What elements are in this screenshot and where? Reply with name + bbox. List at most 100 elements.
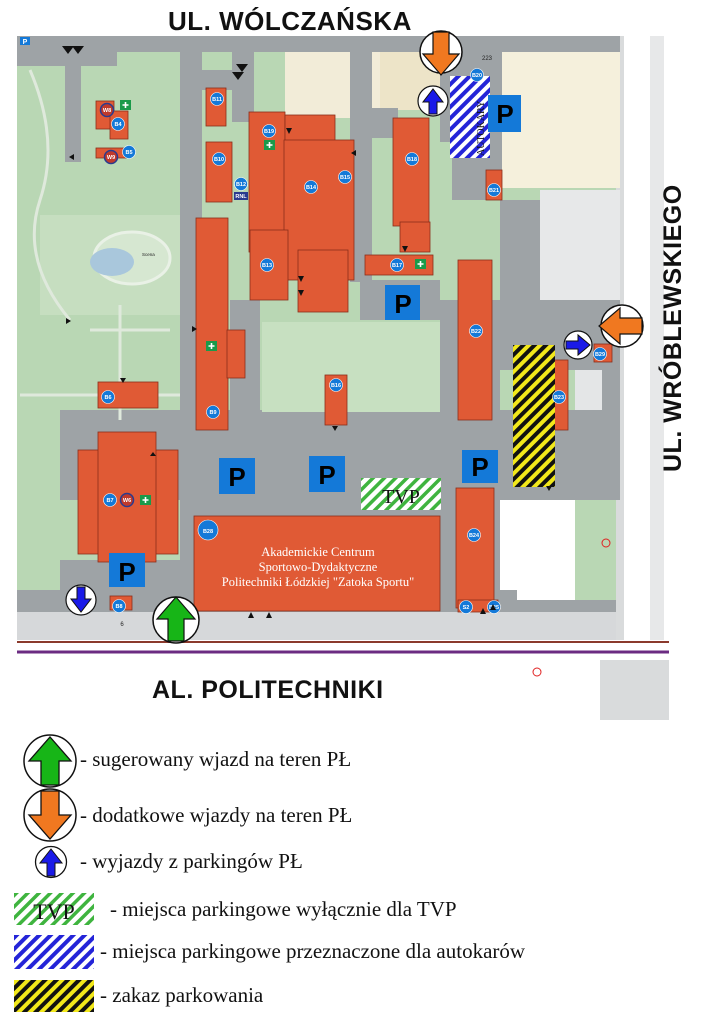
parking-sign [219,458,255,494]
pond [90,248,134,276]
blue-arrow-up-icon [34,845,68,879]
first-aid-icon [264,140,275,150]
building-marker-w6: W6 [119,492,135,508]
parking-signs [20,37,521,587]
street-politechniki: AL. POLITECHNIKI [152,676,384,704]
building-marker-b10: B10 [212,152,226,166]
parking-sign [462,450,498,483]
building-label: B19 [264,129,274,135]
building-marker-b12: B12 [234,177,248,191]
building-marker-b20: B20 [470,68,484,82]
bus-stop-markers [532,538,611,677]
building-label: W8 [103,108,111,114]
building-label: B11 [212,97,222,103]
parking-sign [488,95,521,132]
building-marker-b14: B14 [304,180,318,194]
building-marker-b19: B19 [262,124,276,138]
building-marker-b17: B17 [390,258,404,272]
parking-sign-label: P [471,452,488,482]
bus-parking-zone [450,76,490,158]
building-marker-w9: W9 [103,149,119,165]
building-label: B17 [392,263,402,269]
street-wroblewskiego: UL. WRÓBLEWSKIEGO [659,184,687,472]
yellow-hatch-icon [14,980,94,1012]
scena-label: Scena [142,252,155,257]
parking-sign [385,285,420,320]
parking-sign [20,37,30,45]
building-marker-b18: B18 [405,152,419,166]
exit-up-top-icon [417,85,449,117]
legend-text: - miejsca parkingowe wyłącznie dla TVP [110,897,457,921]
building-marker-b5: B5 [122,145,136,159]
building-marker-b9: B9 [206,405,220,419]
building-marker-b21: B21 [487,183,501,197]
building-marker-b7: B7 [103,493,117,507]
additional-entry-top-icon [419,30,463,76]
building-label: B24 [469,533,480,539]
address-number: 6 [120,622,124,628]
building-label: B6 [104,395,111,401]
buildings [77,87,613,613]
building-marker-rnl: RNL [234,192,248,200]
first-aid-icon [206,341,217,351]
sports-centre-line-3: Politechniki Łódzkiej "Zatoka Sportu" [222,575,414,589]
building-label: RNL [235,194,247,200]
building-label: B23 [554,395,564,401]
exit-down-icon [65,584,97,616]
first-aid-icon [120,100,131,110]
building-marker-b23: B23 [552,390,566,404]
parking-sign-label: P [496,99,513,129]
tvp-zone-label: TVP [382,486,420,508]
building-label: B28 [203,529,213,535]
building-label: B29 [595,352,605,358]
building-label: B15 [340,175,350,181]
blue-hatch-icon [14,935,94,969]
suggested-entry-icon [152,596,200,644]
first-aid-icon [415,259,426,269]
building-marker-s2: S2 [459,600,473,614]
legend-text: - miejsca parkingowe przeznaczone dla au… [100,939,526,963]
building-label: B10 [214,157,224,163]
parking-sign [109,553,145,587]
campus-map: Scena AUTOKARY [17,30,669,720]
first-aid-icon [140,495,151,505]
green-arrow-up-icon [23,734,77,788]
no-parking-zone [513,345,555,487]
parking-sign-label: P [118,557,135,587]
building-marker-b15: B15 [338,170,352,184]
building-marker-b24: B24 [467,528,481,542]
building-label: B16 [331,383,341,389]
building-label: B7 [106,498,113,504]
parking-sign-label: P [394,289,411,319]
legend-text: - zakaz parkowania [100,983,264,1007]
first-aid-icons [120,100,426,505]
building-label: B9 [209,410,216,416]
building-label: S2 [463,605,470,611]
exit-right-icon [563,330,593,360]
building-marker-b8: B8 [112,599,126,613]
building-label: B18 [407,157,417,163]
street-wolczanska: UL. WÓLCZAŃSKA [168,6,412,36]
tvp-swatch-label: TVP [33,899,75,924]
legend-text: - dodatkowe wjazdy na teren PŁ [80,803,353,827]
tvp-parking-zone [361,478,441,510]
building-label: B13 [262,263,272,269]
building-marker-b22: B22 [469,324,483,338]
tvp-hatch-icon: TVP [14,893,94,925]
parking-sign-label: P [318,460,335,490]
building-label: W6 [123,498,131,504]
building-label: W9 [107,155,115,161]
legend-text: - sugerowany wjazd na teren PŁ [80,747,352,771]
sports-centre-line-1: Akademickie Centrum [261,545,375,559]
building-marker-b16: B16 [329,378,343,392]
building-label: B21 [489,188,499,194]
building-marker-w8: W8 [99,102,115,118]
parking-sign-label: P [23,39,28,46]
sports-centre-line-2: Sportowo-Dydaktyczne [259,560,378,574]
building-label: B14 [306,185,317,191]
legend-text: - wyjazdy z parkingów PŁ [80,849,303,873]
building-marker-b6: B6 [101,390,115,404]
legend: - sugerowany wjazd na teren PŁ - dodatko… [0,725,727,1024]
additional-entry-right-icon [598,304,644,348]
parking-sign [309,456,345,492]
